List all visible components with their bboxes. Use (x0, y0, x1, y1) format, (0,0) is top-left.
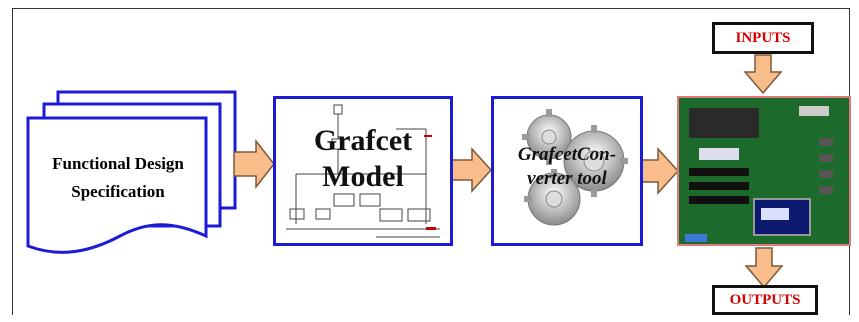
arrow-inputs-down (743, 54, 783, 95)
arrow-doc-to-grafcet (233, 138, 275, 190)
outputs-label: OUTPUTS (712, 285, 818, 315)
functional-design-spec-label: Functional Design Specification (52, 154, 184, 201)
arrow-outputs-down (744, 247, 784, 289)
inputs-label: INPUTS (712, 22, 814, 54)
gear-icon (522, 109, 628, 226)
grafcet-model-box: Grafcet Model (273, 96, 453, 246)
circuit-board-icon (677, 96, 851, 246)
arrow-converter-to-board (639, 147, 680, 195)
grafcet-schematic (286, 104, 440, 238)
converter-tool-label: GrafcetCon- verter tool (517, 144, 617, 189)
converter-tool-box: GrafcetCon- verter tool (491, 96, 643, 246)
arrow-grafcet-to-converter (451, 147, 493, 193)
grafcet-model-label: Grafcet Model (313, 124, 413, 193)
